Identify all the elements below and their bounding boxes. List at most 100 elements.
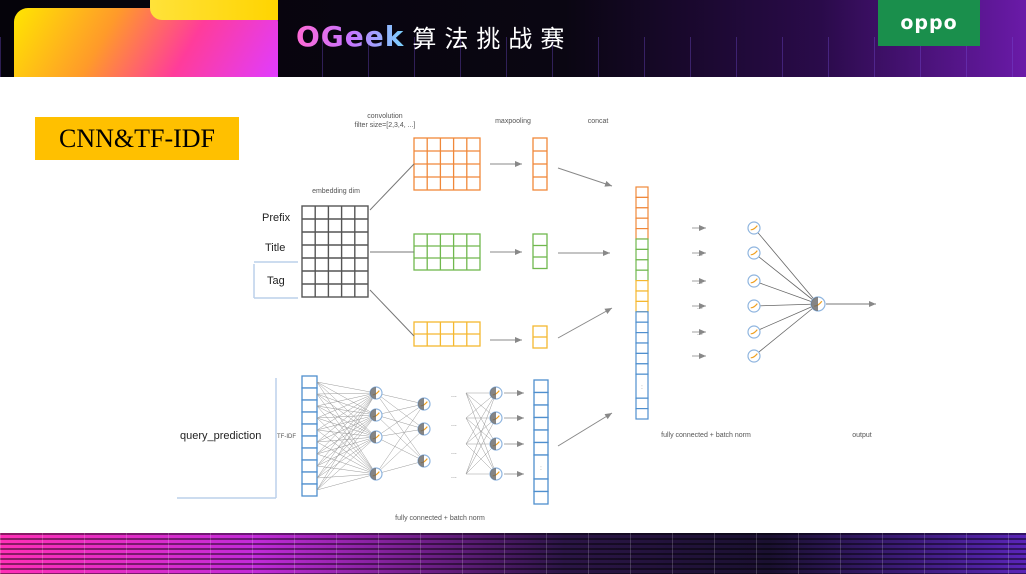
tfidf-cell [301, 447, 318, 461]
embedding-dim-label: embedding dim [312, 188, 360, 195]
tfidf-cell [301, 411, 318, 425]
concat-cell [635, 259, 649, 271]
activation-curve [750, 225, 758, 231]
activation-curve [750, 250, 758, 256]
neuron-circle [747, 221, 761, 235]
conv-grid-green [413, 233, 481, 271]
connection [375, 428, 425, 438]
neuron-shade [490, 468, 496, 480]
connection [753, 303, 819, 307]
connection [375, 392, 425, 405]
embedding-matrix [301, 205, 369, 298]
ellipsis: ... [451, 392, 457, 399]
connection [316, 392, 377, 479]
connection [753, 252, 819, 305]
connection [316, 414, 377, 479]
connection [375, 403, 425, 475]
connection [375, 403, 425, 438]
fc-output-dots: : [540, 466, 542, 472]
neuron-circle [747, 274, 761, 288]
connection [316, 392, 377, 491]
connection [316, 414, 377, 443]
filter-size-label: filter size=[2,3,4, ...] [355, 122, 416, 129]
connection [375, 414, 425, 462]
ellipsis: ... [451, 449, 457, 456]
connection [316, 473, 377, 491]
neuron-shade [490, 387, 496, 399]
neuron [417, 422, 431, 436]
arrow [557, 167, 613, 187]
concat-cell [635, 321, 649, 334]
connection [316, 414, 377, 419]
neuron-circle [747, 349, 761, 363]
ellipsis: ... [451, 421, 457, 428]
neuron [747, 325, 761, 339]
connection [465, 417, 497, 445]
tfidf-label: TF-IDF [277, 434, 296, 440]
arrow [557, 412, 613, 447]
connection [316, 436, 377, 479]
neuron [489, 411, 503, 425]
neuron-circle [747, 246, 761, 260]
neuron-shade [811, 297, 818, 311]
embedding-cell [301, 205, 369, 298]
concat-cell [635, 397, 649, 410]
connection [316, 392, 377, 395]
connection [316, 392, 377, 419]
concat-label: concat [588, 118, 609, 125]
concat-cell [635, 363, 649, 375]
input-label-tag: Tag [267, 275, 285, 287]
fc-output-cell [533, 379, 549, 394]
neuron [369, 430, 383, 444]
concat-cell [635, 311, 649, 323]
connection [316, 414, 377, 491]
neuron-shade [370, 387, 376, 399]
connection [375, 414, 425, 430]
bottom-mlp: ............: [316, 379, 549, 505]
connection [316, 414, 377, 467]
neuron [489, 467, 503, 481]
neuron-shade [418, 455, 424, 467]
connection [465, 417, 497, 475]
convolution-label: convolution [367, 113, 403, 120]
neuron-shade [490, 412, 496, 424]
concat-cell [635, 342, 649, 354]
connection [316, 392, 377, 455]
connection [316, 414, 377, 455]
connection [753, 303, 819, 357]
connection [316, 417, 377, 438]
connection [316, 405, 377, 416]
banner-gradient-top [150, 0, 278, 20]
fc-output-cell [533, 416, 549, 431]
convolution-layer [413, 137, 481, 347]
connection [316, 429, 377, 438]
connection [753, 227, 819, 305]
tfidf-cell [301, 375, 318, 389]
connection [316, 436, 377, 467]
connection [316, 392, 377, 407]
conv-connector [369, 289, 415, 337]
connection [465, 443, 497, 475]
fc-output-cell [533, 478, 549, 493]
connection [375, 428, 425, 475]
right-mlp: ............ [692, 221, 876, 363]
neuron-shade [370, 468, 376, 480]
connection [465, 392, 497, 475]
input-label-title: Title [265, 242, 285, 254]
slide-title: CNN&TF-IDF [35, 117, 239, 160]
connection [753, 303, 819, 333]
neuron [747, 274, 761, 288]
fc-output-cell [533, 404, 549, 419]
footer-grid-lines [0, 533, 1026, 574]
oppo-logo: oppo [878, 0, 980, 46]
concat-cell [635, 238, 649, 250]
neuron [747, 299, 761, 313]
connection [316, 393, 377, 416]
tfidf-cell [301, 471, 318, 485]
neuron [489, 386, 503, 400]
connection [316, 405, 377, 438]
activation-curve [750, 303, 758, 309]
connection [375, 392, 425, 462]
connection [316, 392, 377, 467]
